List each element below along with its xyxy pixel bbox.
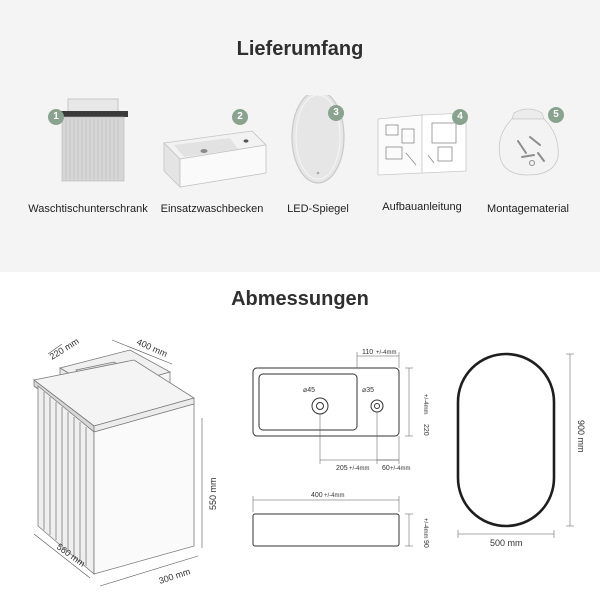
mirror-dimension-lines [457, 353, 574, 538]
sink-side-height-label: 90 [422, 540, 429, 548]
sink-side-width-label: 400 [311, 492, 323, 499]
item-number-badge: 5 [548, 107, 564, 123]
delivery-item-sink: 2 Einsatzwaschbecken [152, 95, 272, 225]
sink-side-view [252, 513, 400, 547]
manual-icon [377, 112, 467, 176]
item-number-badge: 1 [48, 109, 64, 125]
mirror-drawing [456, 352, 556, 528]
cabinet-depth-bottom-label: 300 mm [158, 566, 192, 586]
sink-basin-icon [163, 130, 267, 188]
sink-top-view [252, 367, 400, 437]
item-number-badge: 3 [328, 105, 344, 121]
tap-diameter-label: ⌀35 [362, 387, 374, 394]
hardware-bag-icon [498, 108, 559, 176]
delivery-item-hardware: 5 Montagematerial [468, 95, 588, 225]
item-number-badge: 4 [452, 109, 468, 125]
item-label: Waschtischunterschrank [28, 203, 148, 215]
mirror-width-label: 500 mm [490, 538, 523, 548]
cabinet-dimension-lines [33, 339, 203, 587]
item-label: LED-Spiegel [287, 203, 349, 215]
delivery-item-manual: 4 Aufbauanleitung [362, 95, 482, 225]
item-label: Aufbauanleitung [382, 201, 462, 213]
tap-position-tolerance: +/-4mm [390, 466, 411, 472]
sink-side-height-tolerance: +/-4mm [422, 518, 428, 539]
sink-side-dimension-lines [252, 496, 413, 547]
item-label: Einsatzwaschbecken [160, 203, 264, 215]
sink-top-dimension-lines [319, 352, 413, 464]
cabinet-slats [43, 392, 87, 566]
sink-side-width-tolerance: +/-4mm [324, 493, 345, 499]
tap-position-label: 60 [382, 465, 390, 472]
cabinet-drawing [33, 349, 195, 575]
drain-diameter-label: ⌀45 [303, 387, 315, 394]
sink-offset-label: 110 [362, 349, 373, 356]
cabinet-height-label: 550 mm [208, 477, 218, 510]
sink-height-label: 220 [422, 424, 429, 436]
sink-height-tolerance: +/-4mm [422, 394, 428, 415]
drain-position-label: 205 [336, 465, 348, 472]
drain-position-tolerance: +/-4mm [349, 466, 370, 472]
dimensions-title: Abmessungen [231, 288, 369, 310]
mirror-height-label: 900 mm [576, 420, 586, 453]
delivery-title: Lieferumfang [236, 38, 364, 60]
vanity-cabinet-icon [58, 98, 128, 182]
cabinet-depth-label: 220 mm [48, 336, 81, 362]
sink-offset-tolerance: +/-4mm [376, 350, 397, 356]
item-number-badge: 2 [232, 109, 248, 125]
item-label: Montagematerial [487, 203, 569, 215]
delivery-item-cabinet: 1 Waschtischunterschrank [28, 95, 148, 225]
delivery-item-mirror: 3 LED-Spiegel [258, 95, 378, 225]
